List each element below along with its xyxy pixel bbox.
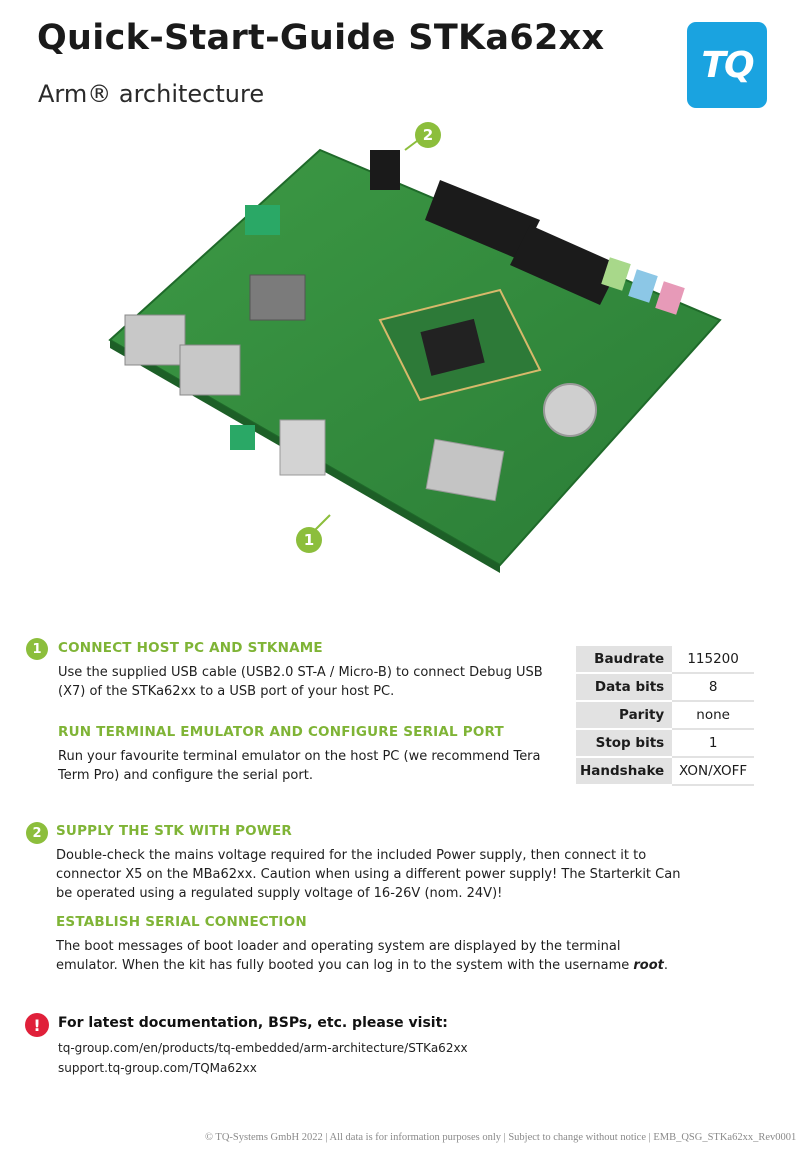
step-2-text: Double-check the mains voltage required … [56, 848, 681, 901]
setting-key: Handshake [576, 757, 673, 786]
step-2b-heading: ESTABLISH SERIAL CONNECTION [56, 914, 307, 930]
footer-copyright: © TQ-Systems GmbH 2022 | All data is for… [205, 1132, 797, 1143]
page-title: Quick-Start-Guide STKa62xx [37, 18, 605, 58]
warning-icon: ! [25, 1013, 49, 1037]
step-1-heading: CONNECT HOST PC AND STKNAME [58, 640, 323, 656]
callout-2: 2 [415, 122, 441, 148]
setting-value: 1 [672, 729, 754, 758]
documentation-link-support[interactable]: support.tq-group.com/TQMa62xx [58, 1061, 257, 1075]
step-2-badge: 2 [26, 822, 48, 844]
setting-value: 8 [672, 673, 754, 702]
username-root: root [633, 958, 664, 973]
callout-1: 1 [296, 527, 322, 553]
tq-logo: TQ [687, 22, 767, 108]
setting-key: Stop bits [576, 729, 673, 758]
tq-logo-text: TQ [701, 44, 754, 86]
documentation-heading: For latest documentation, BSPs, etc. ple… [58, 1015, 448, 1031]
setting-value: 115200 [672, 646, 754, 674]
step-1-badge: 1 [26, 638, 48, 660]
step-1-text: Use the supplied USB cable (USB2.0 ST-A … [58, 665, 543, 699]
board-photo [108, 134, 722, 573]
step-1b-heading: RUN TERMINAL EMULATOR AND CONFIGURE SERI… [58, 724, 504, 740]
setting-key: Baudrate [576, 646, 673, 674]
step-2b-text-main: The boot messages of boot loader and ope… [56, 939, 634, 973]
page-subtitle: Arm® architecture [38, 80, 265, 108]
step-2b-text-end: . [663, 958, 669, 973]
setting-key: Parity [576, 701, 673, 730]
step-2-heading: SUPPLY THE STK WITH POWER [56, 823, 292, 839]
setting-value: XON/XOFF [672, 757, 754, 786]
setting-value: none [672, 701, 754, 730]
step-1b-text: Run your favourite terminal emulator on … [58, 749, 541, 783]
setting-key: Data bits [576, 673, 673, 702]
documentation-link-product[interactable]: tq-group.com/en/products/tq-embedded/arm… [58, 1041, 468, 1055]
step-2b-text: The boot messages of boot loader and ope… [56, 937, 676, 975]
